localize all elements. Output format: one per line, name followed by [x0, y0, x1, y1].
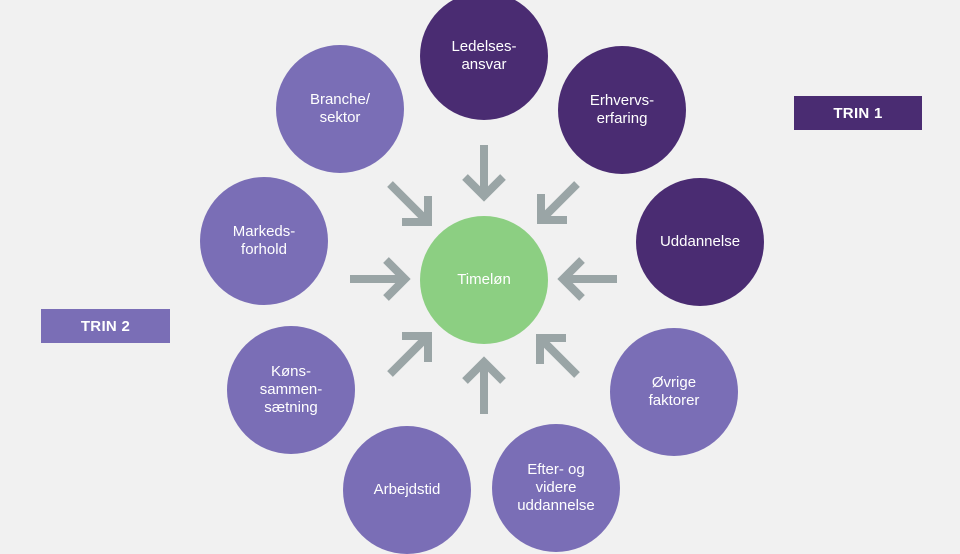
node-arbejdstid: Arbejdstid — [343, 426, 471, 554]
node-uddannelse: Uddannelse — [636, 178, 764, 306]
trin-1-badge: TRIN 1 — [794, 96, 922, 130]
node-efter-videre-uddannelse: Efter- og videre uddannelse — [492, 424, 620, 552]
arrow-bottom-right — [536, 334, 580, 378]
node-markedsforhold: Markeds- forhold — [200, 177, 328, 305]
arrow-right — [557, 257, 617, 301]
arrow-top — [462, 145, 506, 202]
node-branche-sektor: Branche/ sektor — [276, 45, 404, 173]
trin-2-badge: TRIN 2 — [41, 309, 170, 343]
node-ovrige-faktorer: Øvrige faktorer — [610, 328, 738, 456]
arrow-left — [350, 257, 411, 301]
arrow-top-right — [537, 181, 580, 224]
node-erhvervserfaring: Erhvervs- erfaring — [558, 46, 686, 174]
arrow-top-left — [387, 181, 432, 226]
node-ledelsesansvar: Ledelses- ansvar — [420, 0, 548, 120]
arrow-bottom — [462, 356, 506, 414]
node-konssammensaetning: Køns- sammen- sætning — [227, 326, 355, 454]
arrow-bottom-left — [387, 332, 432, 377]
center-node-timelon: Timeløn — [420, 216, 548, 344]
